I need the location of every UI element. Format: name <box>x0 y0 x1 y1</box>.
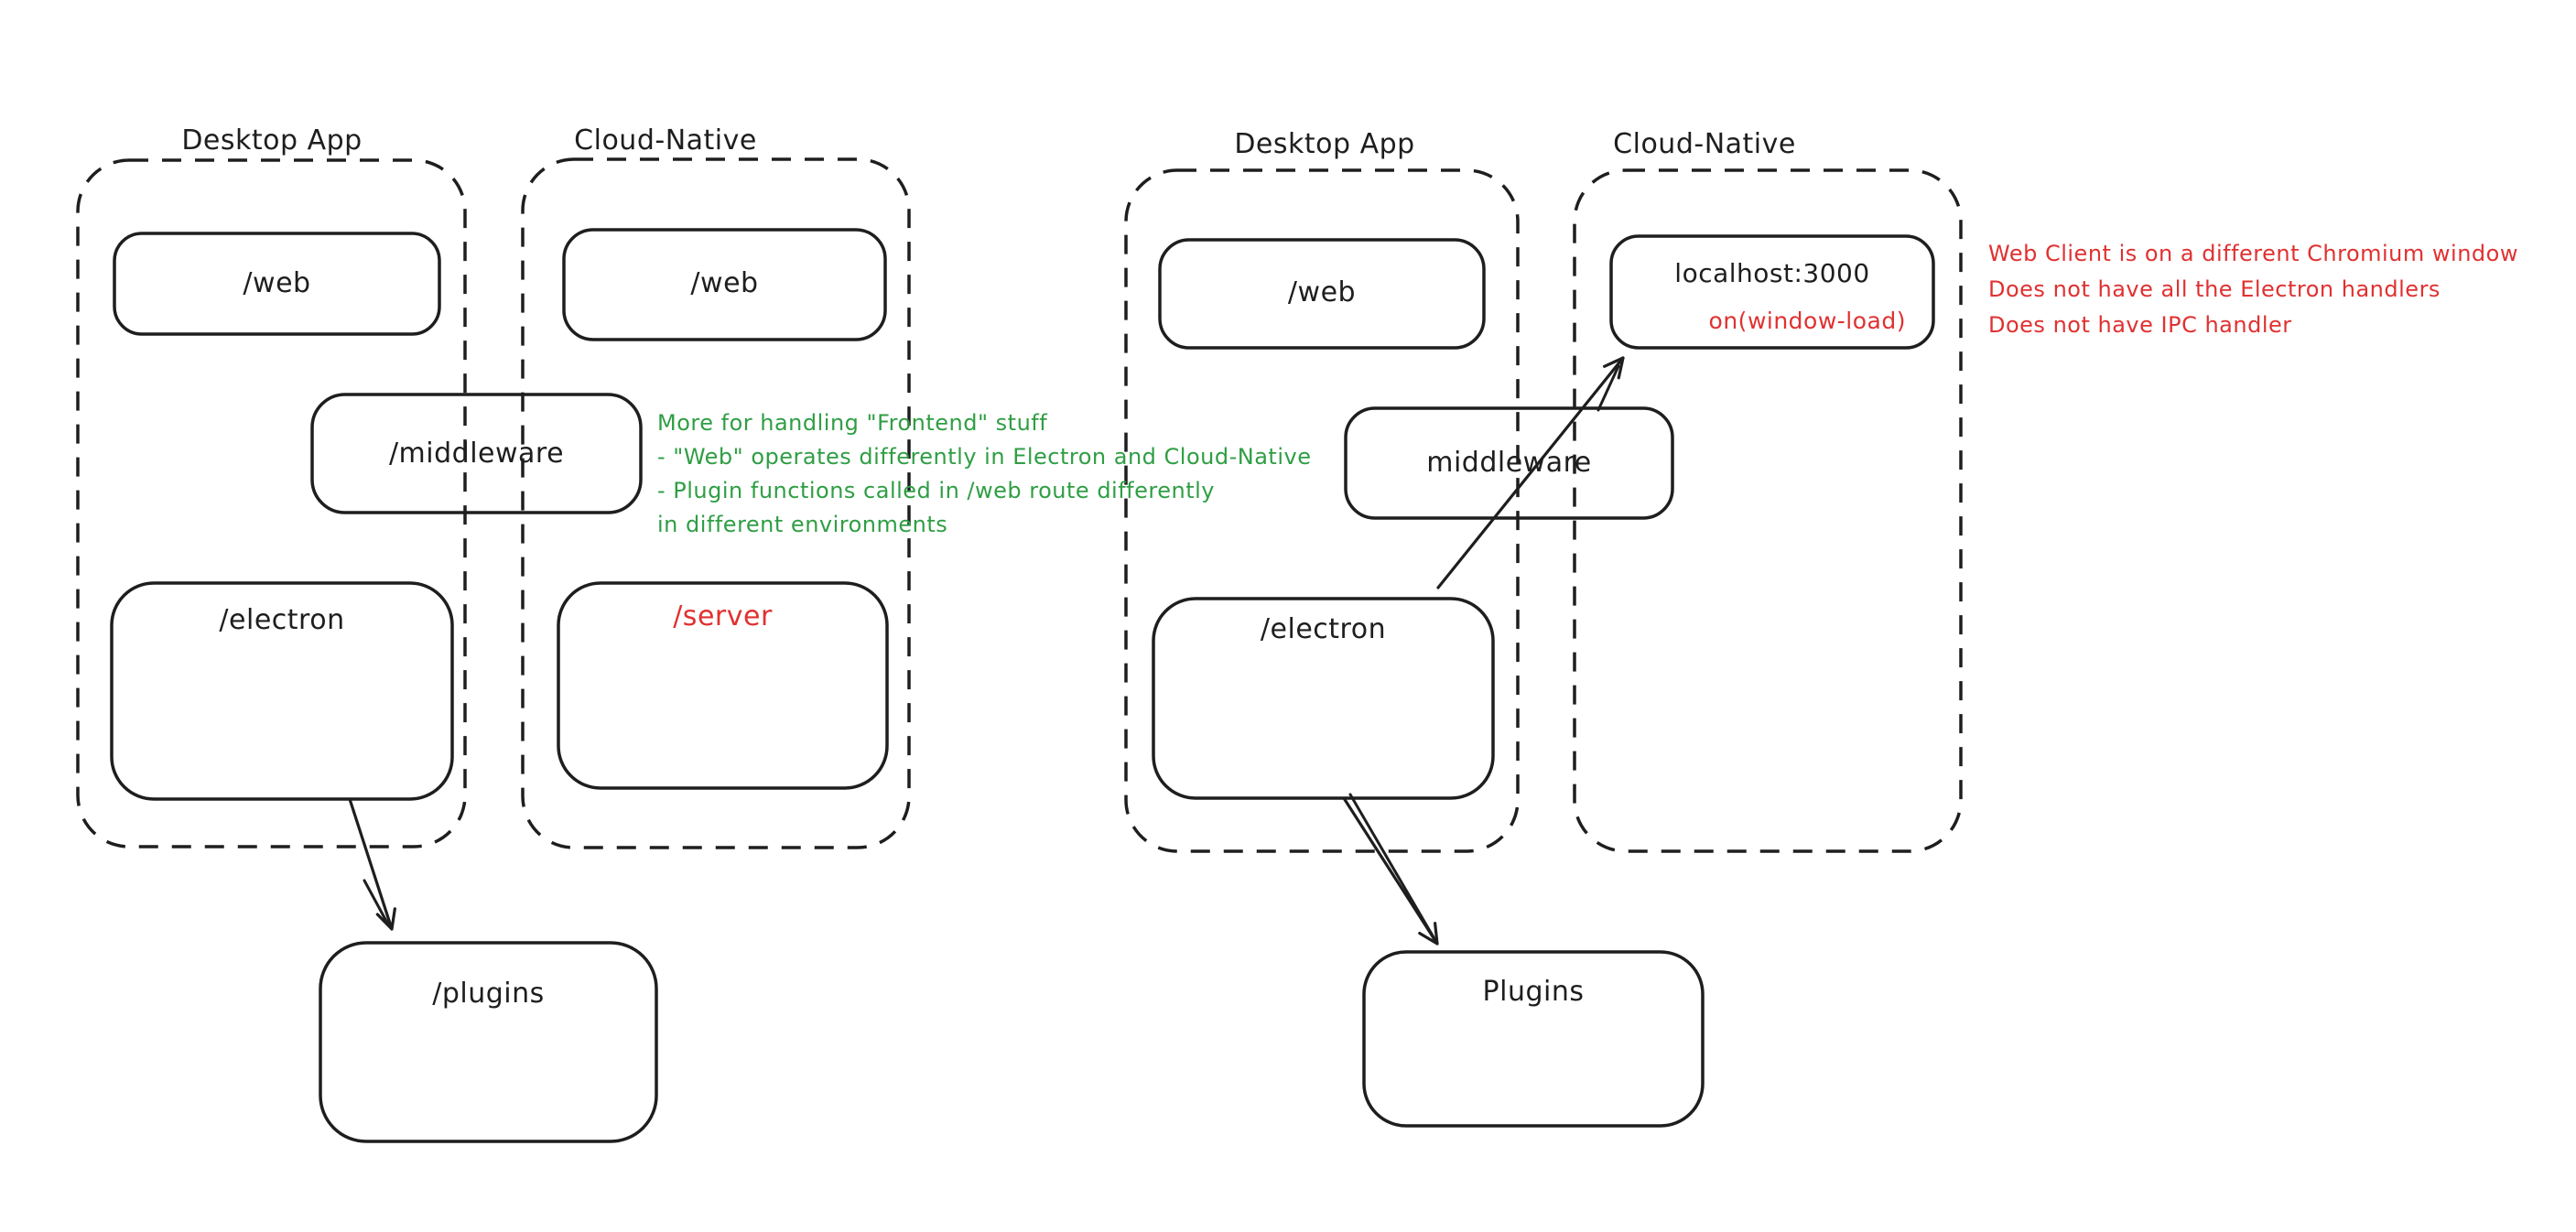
green-note: More for handling "Frontend" stuff - "We… <box>657 406 1311 542</box>
right-middleware-box <box>1344 406 1674 520</box>
right-localhost-box <box>1609 234 1935 350</box>
right-desktop-container <box>1124 168 1520 853</box>
green-note-line-4: in different environments <box>657 512 948 537</box>
left-plugins-box <box>319 941 658 1143</box>
right-electron-label: /electron <box>1260 613 1387 645</box>
green-note-line-2: - "Web" operates differently in Electron… <box>657 444 1312 470</box>
left-server-label: /server <box>673 600 773 632</box>
left-desktop-title: Desktop App <box>181 124 363 157</box>
left-electron-to-plugins-arrow-sketch-stroke <box>363 879 390 926</box>
left-cloud-title: Cloud-Native <box>574 124 757 157</box>
right-plugins-label: Plugins <box>1482 976 1585 1008</box>
left-middleware-box <box>310 393 643 514</box>
left-middleware-label: /middleware <box>388 438 565 470</box>
red-note-line-2: Does not have all the Electron handlers <box>1988 276 2441 302</box>
left-electron-label: /electron <box>219 604 345 636</box>
red-note: Web Client is on a different Chromium wi… <box>1988 236 2518 343</box>
right-cloud-title: Cloud-Native <box>1613 128 1796 160</box>
right-desktop-web-label: /web <box>1287 276 1357 308</box>
right-localhost-title: localhost:3000 <box>1674 258 1870 288</box>
right-plugins-box <box>1362 950 1705 1128</box>
right-desktop-web-box <box>1158 238 1486 350</box>
right-electron-to-plugins-arrow-sketch-stroke <box>1348 793 1435 939</box>
left-plugins-label: /plugins <box>432 978 545 1010</box>
right-desktop-electron-box <box>1152 597 1495 800</box>
red-note-line-1: Web Client is on a different Chromium wi… <box>1988 241 2518 266</box>
left-cloud-container <box>521 157 911 849</box>
right-localhost-event-label: on(window-load) <box>1708 308 1906 334</box>
green-note-line-1: More for handling "Frontend" stuff <box>657 410 1048 436</box>
left-electron-to-plugins-arrow <box>348 797 396 931</box>
left-desktop-container <box>76 158 467 848</box>
right-desktop-title: Desktop App <box>1234 128 1415 160</box>
right-electron-to-localhost-arrow-sketch-stroke <box>1596 364 1620 412</box>
right-middleware-label: middleware <box>1426 447 1592 479</box>
left-cloud-server-box <box>557 581 889 790</box>
right-cloud-container <box>1573 168 1963 853</box>
left-desktop-web-box <box>113 232 441 336</box>
red-note-line-3: Does not have IPC handler <box>1988 312 2292 338</box>
green-note-line-3: - Plugin functions called in /web route … <box>657 478 1215 503</box>
right-electron-to-localhost-arrow <box>1436 356 1625 589</box>
left-cloud-web-box <box>562 228 887 341</box>
left-desktop-electron-box <box>110 581 454 801</box>
left-desktop-web-label: /web <box>243 267 311 299</box>
left-cloud-web-label: /web <box>690 267 759 299</box>
